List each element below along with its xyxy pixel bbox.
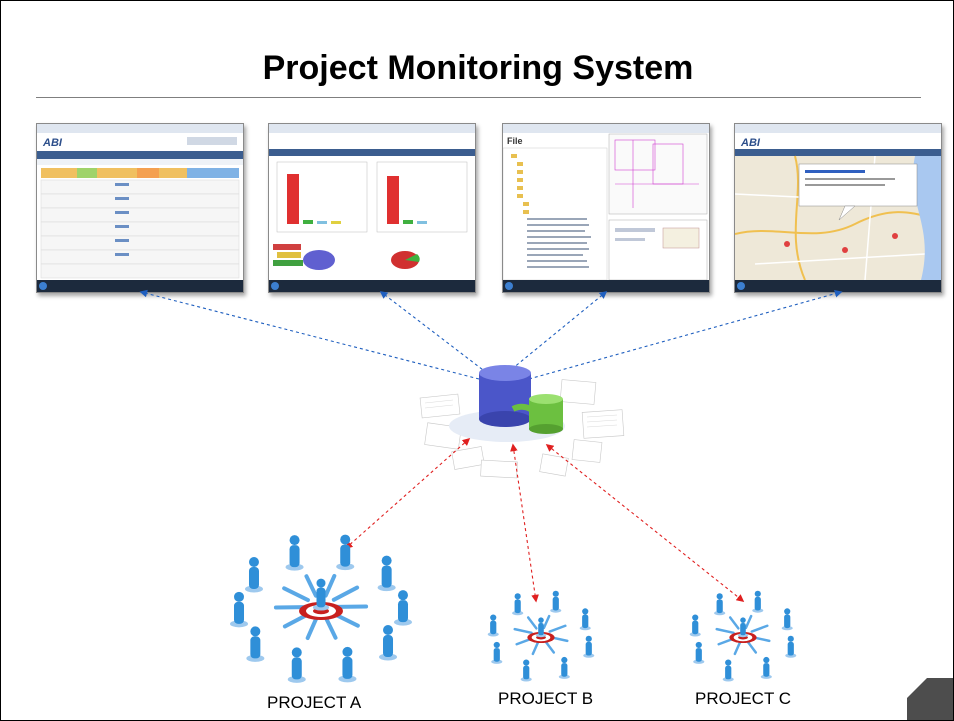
project-c-person [722, 659, 734, 682]
project-c-person [781, 608, 793, 631]
project-b-person [583, 635, 595, 658]
link-project-c [545, 444, 745, 602]
project-a-arrow [323, 573, 337, 598]
slide-title: Project Monitoring System [262, 49, 694, 87]
project-b-person [512, 593, 524, 616]
project-b-label: PROJECT B [498, 689, 594, 708]
project-b-person [579, 608, 591, 631]
project-a-person [285, 535, 304, 571]
screenshot-map: ABI [734, 123, 942, 293]
project-a-arrow [304, 574, 318, 598]
project-b-person [550, 590, 562, 613]
screenshot-charts [268, 123, 476, 293]
project-b-arrow [548, 624, 567, 633]
project-b-person [487, 614, 499, 637]
project-a-arrow [324, 616, 338, 640]
database-hub [419, 365, 625, 479]
project-a-leader [312, 578, 330, 611]
project-a-person [246, 626, 265, 662]
project-c-person [689, 614, 701, 637]
project-c-person [714, 593, 726, 616]
project-b-arrow [544, 640, 556, 654]
screenshot-file-browser: File [502, 123, 710, 293]
title-divider [36, 97, 921, 98]
project-a-person [244, 556, 263, 593]
link-screen-1 [139, 289, 480, 380]
project-c-leader [737, 617, 749, 638]
project-b-arrow [531, 640, 540, 656]
project-b-person [520, 659, 532, 682]
project-a-network [230, 534, 412, 683]
project-c-arrow [733, 640, 742, 656]
link-screen-3 [506, 291, 608, 374]
project-a-person [338, 646, 357, 683]
project-a-person [379, 625, 398, 661]
corner-tab [907, 678, 953, 720]
project-c-arrow [744, 614, 753, 630]
link-screen-2 [379, 291, 488, 374]
project-c-arrow [715, 627, 735, 635]
project-b-network [487, 590, 595, 682]
project-a-arrow [282, 586, 310, 603]
project-c-arrow [728, 616, 740, 630]
project-a-arrow [305, 616, 319, 641]
link-project-b [510, 443, 539, 603]
project-b-person [558, 656, 570, 679]
project-c-person [760, 656, 772, 679]
project-b-arrow [542, 614, 551, 630]
project-b-arrow [513, 627, 533, 635]
project-a-person [336, 534, 355, 571]
link-project-a [344, 437, 471, 550]
project-c-person [785, 635, 797, 658]
project-a-label: PROJECT A [267, 693, 362, 712]
svg-text:ABI: ABI [740, 137, 761, 149]
project-a-person [230, 591, 249, 628]
project-a-arrow [331, 585, 360, 602]
project-a-person [287, 647, 306, 683]
svg-text:File: File [507, 136, 523, 146]
project-b-person [491, 641, 503, 664]
svg-text:ABI: ABI [42, 137, 63, 149]
project-b-arrow [526, 616, 538, 630]
screenshot-data-table: ABI [36, 123, 244, 293]
project-c-network [689, 590, 797, 682]
project-c-person [752, 590, 764, 613]
project-b-leader [535, 617, 547, 638]
link-screen-4 [528, 289, 843, 380]
project-c-arrow [750, 624, 769, 633]
project-c-label: PROJECT C [695, 689, 792, 708]
project-c-arrow [746, 640, 758, 654]
project-a-person [393, 590, 412, 626]
project-c-person [693, 641, 705, 664]
project-a-person [377, 555, 396, 592]
